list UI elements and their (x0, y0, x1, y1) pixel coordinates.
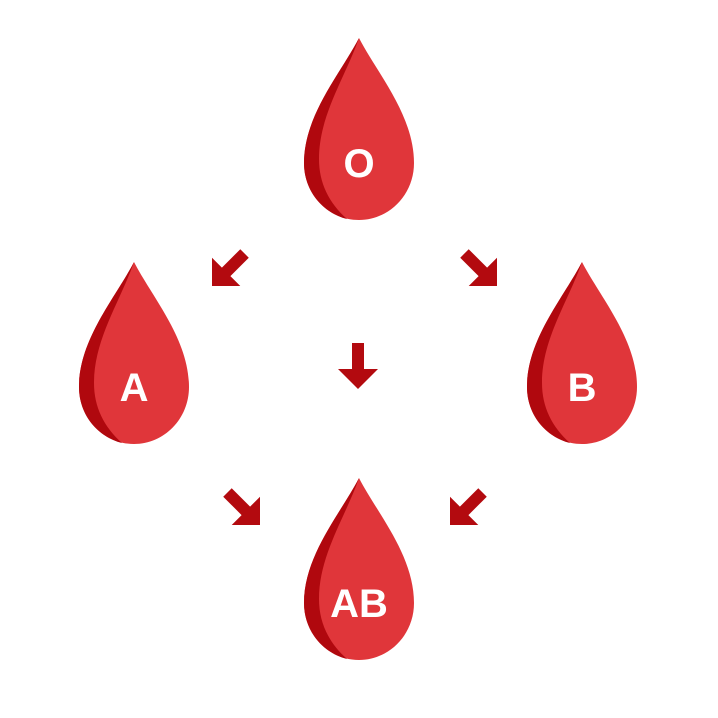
arrow-b-to-ab (435, 478, 497, 540)
drop-ab: AB (304, 478, 414, 660)
drop-a-label: A (120, 366, 149, 410)
arrow-o-to-b (450, 239, 512, 301)
arrow-o-to-ab (338, 343, 378, 389)
drop-b: B (527, 262, 637, 444)
arrow-down-right-icon (213, 478, 275, 540)
arrow-down-icon (338, 343, 378, 389)
arrow-o-to-a (197, 239, 259, 301)
drop-a: A (79, 262, 189, 444)
drop-ab-label: AB (330, 582, 388, 626)
arrow-down-left-icon (197, 239, 259, 301)
drop-o-label: O (343, 142, 374, 186)
drop-b-label: B (568, 366, 597, 410)
arrow-down-left-icon (435, 478, 497, 540)
arrow-a-to-ab (213, 478, 275, 540)
drop-o: O (304, 38, 414, 220)
arrow-down-right-icon (450, 239, 512, 301)
